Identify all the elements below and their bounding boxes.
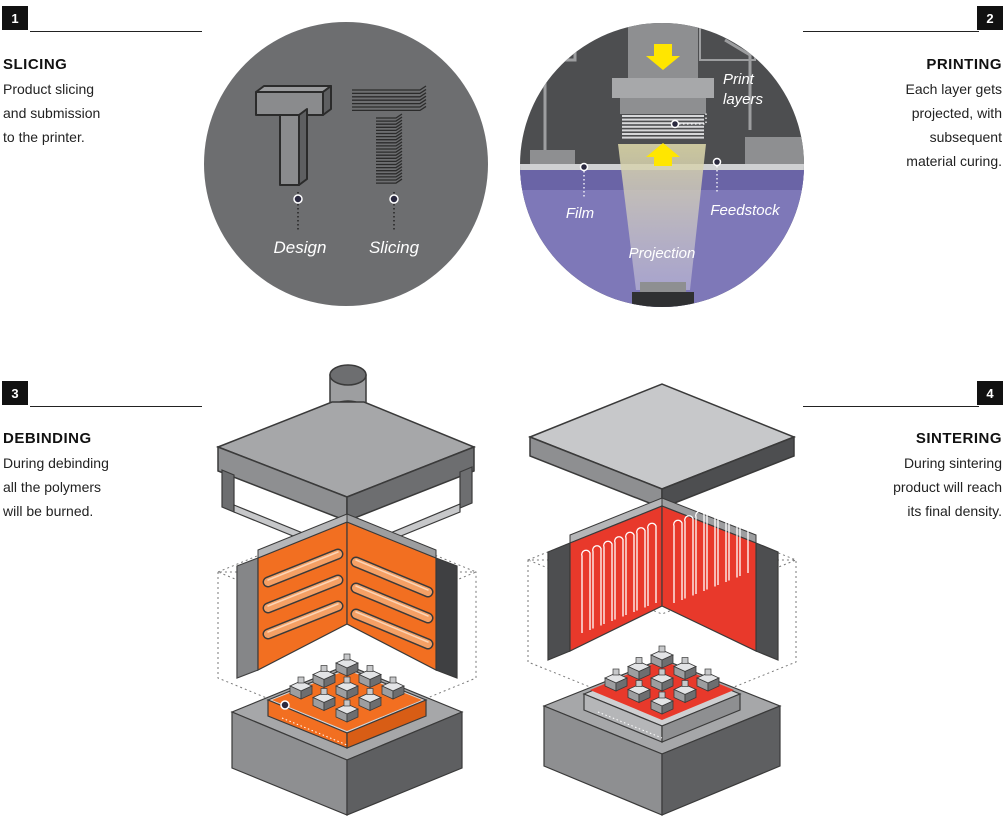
- step-2-title: PRINTING: [926, 56, 1002, 73]
- slicing-circle: [204, 22, 488, 306]
- up-arrow-icon: [646, 143, 680, 166]
- step-1-line-1: Product slicing: [3, 81, 95, 97]
- step-2-line-2: projected, with: [911, 105, 1002, 121]
- printed-layers: [622, 115, 704, 139]
- step-4-line-3: its final density.: [907, 503, 1002, 519]
- feedstock-label: Feedstock: [710, 202, 781, 219]
- step-3-description: During debinding all the polymers will b…: [3, 451, 173, 523]
- design-label: Design: [274, 238, 327, 257]
- design-t-shape: [255, 85, 332, 186]
- step-3-number: 3: [2, 381, 28, 405]
- furnace-lid: [527, 383, 797, 490]
- step-4-line-2: product will reach: [893, 479, 1002, 495]
- debinding-parts-grid: [289, 653, 405, 723]
- sintering-furnace: [526, 383, 798, 816]
- step-3-rule: [30, 406, 202, 407]
- slicing-callout-dot: [389, 194, 399, 204]
- projection-label: Projection: [629, 245, 696, 262]
- step-1-line-2: and submission: [3, 105, 101, 121]
- step-2-description: Each layer gets projected, with subseque…: [832, 77, 1003, 173]
- heating-tubes-right: [350, 556, 434, 650]
- print-layers-label-1: Print: [723, 71, 755, 88]
- step-4-title: SINTERING: [915, 430, 1002, 447]
- step-1-number: 1: [2, 6, 28, 30]
- step-4-number: 4: [977, 381, 1003, 405]
- step-2-rule: [803, 31, 979, 32]
- sintering-parts-grid: [604, 645, 720, 715]
- step-3-title: DEBINDING: [3, 430, 92, 447]
- step-4-description: During sintering product will reach its …: [832, 451, 1002, 523]
- heating-coil-right: [673, 492, 749, 603]
- sintering-heater-right: [661, 505, 757, 652]
- heating-tubes-left: [262, 548, 344, 640]
- step-1-rule: [30, 31, 202, 32]
- feedstock-callout-dot: [712, 157, 722, 167]
- step-3-line-3: will be burned.: [3, 503, 94, 519]
- print-layers-label-2: layers: [723, 91, 764, 108]
- slicing-label: Slicing: [369, 238, 420, 257]
- design-callout-dot: [293, 194, 303, 204]
- step-1-title: SLICING: [3, 56, 68, 73]
- step-4-line-1: During sintering: [903, 455, 1002, 471]
- down-arrow-icon: [646, 44, 680, 70]
- projection-beam: [618, 144, 706, 290]
- step-2-line-4: material curing.: [906, 153, 1002, 169]
- step-3-line-2: all the polymers: [3, 479, 102, 495]
- sliced-t-shape: [352, 85, 427, 184]
- projector-lens: [640, 282, 686, 292]
- step-2-line-1: Each layer gets: [905, 81, 1003, 97]
- step-1-description: Product slicing and submission to the pr…: [3, 77, 173, 149]
- step-1-line-3: to the printer.: [3, 129, 85, 145]
- step-2-number: 2: [977, 6, 1003, 30]
- step-4-rule: [803, 406, 979, 407]
- debinding-furnace: [215, 364, 478, 816]
- printing-illustration: Print layers Film Feedstock Projection: [520, 23, 804, 307]
- slicing-illustration: Design Slicing: [204, 22, 488, 306]
- step-2-line-3: subsequent: [929, 129, 1002, 145]
- film-label: Film: [566, 205, 594, 222]
- heating-coil-left: [581, 522, 657, 633]
- step-3-line-1: During debinding: [3, 455, 109, 471]
- film-callout-dot: [579, 162, 589, 172]
